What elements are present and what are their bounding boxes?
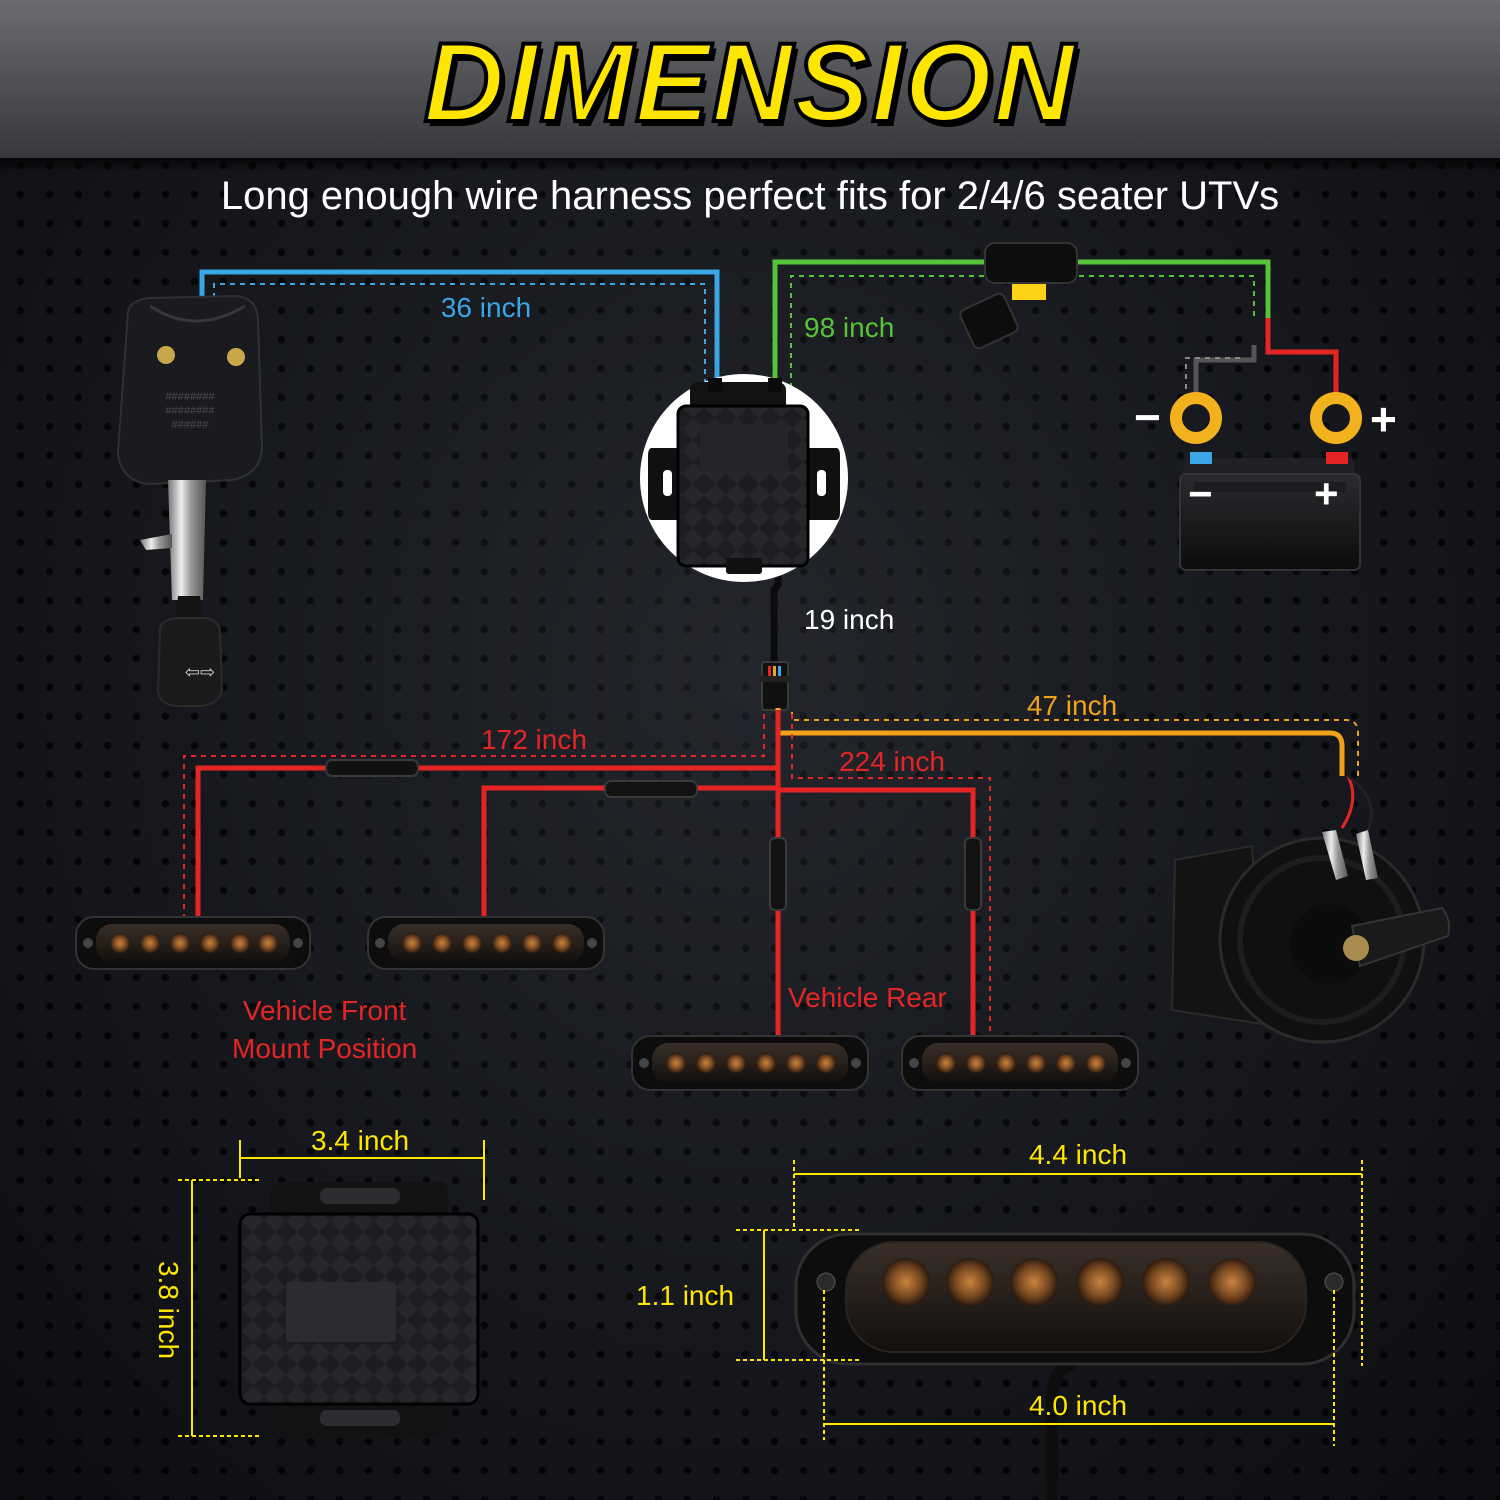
rear-light-2 <box>901 1035 1139 1091</box>
svg-text:########: ######## <box>166 391 216 403</box>
power-wire-length-label: 98 inch <box>804 312 895 343</box>
light-hole-spacing-label: 4.0 inch <box>1028 1390 1128 1421</box>
orange-horn-wire <box>775 708 1373 831</box>
front-light-2 <box>367 916 605 970</box>
module-width-label: 3.4 inch <box>310 1125 410 1156</box>
rear-position-label: Vehicle Rear <box>788 982 947 1013</box>
module-to-connector-wire <box>758 565 792 711</box>
control-module <box>640 374 848 582</box>
light-length-label: 4.4 inch <box>1028 1139 1128 1170</box>
battery-terminals <box>1170 392 1362 444</box>
red-front-lights-wire <box>183 710 781 918</box>
battery-terminal-negative-sign: − <box>1134 391 1161 443</box>
switch-arrow-icon: ⇦⇨ <box>185 662 215 682</box>
light-dimension-drawing <box>736 1160 1363 1500</box>
module-height-label: 3.8 inch <box>153 1260 184 1360</box>
page-subtitle: Long enough wire harness perfect fits fo… <box>220 174 1280 218</box>
header-banner <box>0 0 1500 158</box>
battery-case-negative-sign: − <box>1188 470 1213 517</box>
battery-terminal-positive-sign: + <box>1370 393 1397 445</box>
rear-lights-wire-length-label: 224 inch <box>839 746 945 777</box>
connector-wire-length-label: 19 inch <box>804 604 895 635</box>
blue-switch-wire <box>199 269 720 388</box>
front-position-label: Vehicle Front Mount Position <box>232 995 418 1064</box>
svg-text:########: ######## <box>166 405 216 417</box>
horn <box>1170 830 1451 1044</box>
red-rear-lights-wire <box>769 714 991 1040</box>
battery <box>1179 452 1361 571</box>
switch-wire-length-label: 36 inch <box>440 292 532 323</box>
front-light-1 <box>75 916 311 970</box>
header-shadow <box>0 158 1500 172</box>
turn-signal-switch: ######## ######## ###### <box>116 294 264 707</box>
light-height-label: 1.1 inch <box>636 1280 735 1311</box>
horn-wire-length-label: 47 inch <box>1026 690 1118 721</box>
fuse-holder <box>959 242 1078 350</box>
svg-text:######: ###### <box>172 419 210 431</box>
battery-case-positive-sign: + <box>1314 470 1339 517</box>
rear-light-1 <box>631 1035 869 1091</box>
module-dimension-drawing <box>178 1140 485 1437</box>
page-title: DIMENSION <box>422 18 1077 147</box>
front-lights-wire-length-label: 172 inch <box>481 724 587 755</box>
